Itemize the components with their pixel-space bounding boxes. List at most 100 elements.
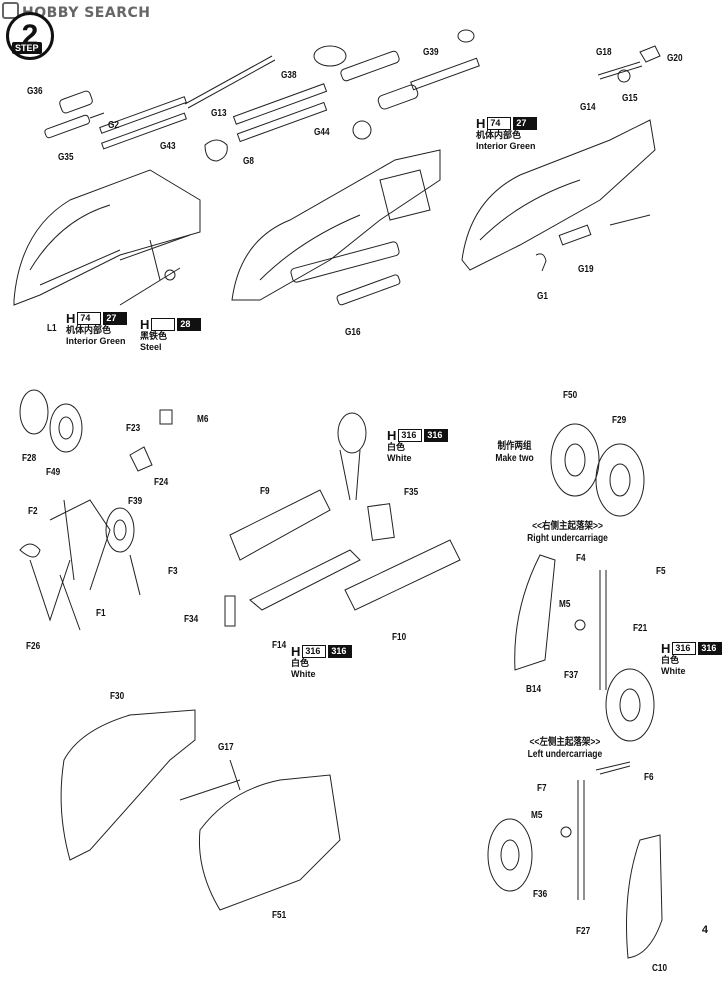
paint-name-en: Steel bbox=[140, 342, 162, 352]
part-label: F9 bbox=[260, 486, 270, 497]
paint-code: 316 bbox=[698, 642, 722, 655]
paint-code: 316 bbox=[328, 645, 353, 658]
small-parts-right-drawing bbox=[597, 45, 661, 83]
part-label: G14 bbox=[580, 102, 596, 113]
paint-name-en: Interior Green bbox=[66, 336, 126, 346]
left-undercarriage-drawing bbox=[487, 761, 663, 959]
part-label: L1 bbox=[47, 323, 57, 334]
part-label: G20 bbox=[667, 53, 683, 64]
part-label: F27 bbox=[576, 926, 591, 937]
step-badge: 2 STEP bbox=[6, 12, 66, 74]
part-label: F29 bbox=[612, 415, 627, 426]
part-label: F34 bbox=[184, 614, 199, 625]
part-label: F23 bbox=[126, 423, 141, 434]
part-label: F14 bbox=[272, 640, 287, 651]
part-label: G19 bbox=[578, 264, 594, 275]
paint-name-cn: 机体内部色 bbox=[66, 325, 112, 335]
part-label: F51 bbox=[272, 910, 287, 921]
paint-brand: H bbox=[291, 644, 301, 659]
part-label: F2 bbox=[28, 506, 38, 517]
paint-code: 316 bbox=[672, 642, 697, 655]
part-label: M6 bbox=[197, 414, 209, 425]
note-en: Right undercarriage bbox=[527, 533, 608, 544]
part-label: F50 bbox=[563, 390, 578, 401]
part-label: G16 bbox=[345, 327, 361, 338]
part-label: G13 bbox=[211, 108, 227, 119]
paint-brand: H bbox=[387, 428, 397, 443]
part-label: F49 bbox=[46, 467, 61, 478]
paint-brand: H bbox=[476, 116, 486, 131]
part-label: G2 bbox=[108, 120, 119, 131]
fuselage-left-drawing bbox=[13, 169, 201, 306]
part-label: F3 bbox=[168, 566, 178, 577]
part-label: C10 bbox=[652, 963, 668, 974]
part-label: G38 bbox=[281, 70, 297, 81]
paint-code: 74 bbox=[77, 312, 102, 325]
part-label: F24 bbox=[154, 477, 169, 488]
part-label: G36 bbox=[27, 86, 43, 97]
hobby-search-logo-icon bbox=[2, 2, 19, 19]
paint-name-en: White bbox=[291, 669, 316, 679]
paint-code: 316 bbox=[302, 645, 327, 658]
note-right-undercarriage: <<右侧主起落架>>Right undercarriage bbox=[527, 521, 608, 545]
part-label: F26 bbox=[26, 641, 41, 652]
paint-name-en: White bbox=[387, 453, 412, 463]
part-label: B14 bbox=[526, 684, 542, 695]
right-undercarriage-drawing bbox=[514, 423, 655, 742]
part-label: F5 bbox=[656, 566, 666, 577]
part-label: F7 bbox=[537, 783, 547, 794]
step-tag: STEP bbox=[12, 42, 42, 54]
note-left-undercarriage: <<左侧主起落架>>Left undercarriage bbox=[528, 737, 603, 761]
part-label: G18 bbox=[596, 47, 612, 58]
part-label: F36 bbox=[533, 889, 548, 900]
paint-code: 27 bbox=[103, 312, 128, 325]
paint-brand: H bbox=[661, 641, 671, 656]
part-label: F28 bbox=[22, 453, 37, 464]
paint-name-en: White bbox=[661, 666, 686, 676]
part-label: F10 bbox=[392, 632, 407, 643]
paint-name-en: Interior Green bbox=[476, 141, 536, 151]
watermark: HOBBY SEARCH bbox=[2, 2, 150, 21]
nose-gear-drawing bbox=[19, 499, 141, 631]
part-label: F4 bbox=[576, 553, 586, 564]
nose-gear-bay-drawing bbox=[224, 412, 461, 627]
part-label: F6 bbox=[644, 772, 654, 783]
paint-name-cn: 白色 bbox=[661, 655, 680, 665]
nose-wheel-drawing bbox=[19, 389, 173, 472]
note-cn: 制作两组 bbox=[497, 441, 532, 452]
paint-code: 316 bbox=[424, 429, 449, 442]
gun-subassembly-left-drawing bbox=[44, 55, 276, 150]
part-label: M5 bbox=[531, 810, 543, 821]
rear-fuselage-drawing bbox=[60, 709, 341, 911]
part-label: G35 bbox=[58, 152, 74, 163]
part-label: F21 bbox=[633, 623, 648, 634]
note-cn: <<左侧主起落架>> bbox=[529, 737, 601, 748]
paint-name-cn: 机体内部色 bbox=[476, 130, 522, 140]
note-en: Make two bbox=[495, 453, 534, 464]
paint-code: 74 bbox=[487, 117, 512, 130]
part-label: G15 bbox=[622, 93, 638, 104]
paint-code: 27 bbox=[513, 117, 538, 130]
note-en: Left undercarriage bbox=[527, 749, 603, 760]
part-label: F30 bbox=[110, 691, 125, 702]
part-label: G44 bbox=[314, 127, 330, 138]
paint-code bbox=[151, 318, 176, 331]
fuselage-right-drawing bbox=[461, 119, 656, 272]
paint-brand: H bbox=[66, 311, 76, 326]
part-label: G8 bbox=[243, 156, 254, 167]
paint-name-cn: 白色 bbox=[387, 442, 406, 452]
gun-subassembly-center-drawing bbox=[204, 29, 480, 162]
paint-code: 28 bbox=[177, 318, 202, 331]
paint-name-cn: 黑铁色 bbox=[140, 331, 168, 341]
paint-brand: H bbox=[140, 317, 150, 332]
part-label: G39 bbox=[423, 47, 439, 58]
part-label: F35 bbox=[404, 487, 419, 498]
paint-name-cn: 白色 bbox=[291, 658, 310, 668]
